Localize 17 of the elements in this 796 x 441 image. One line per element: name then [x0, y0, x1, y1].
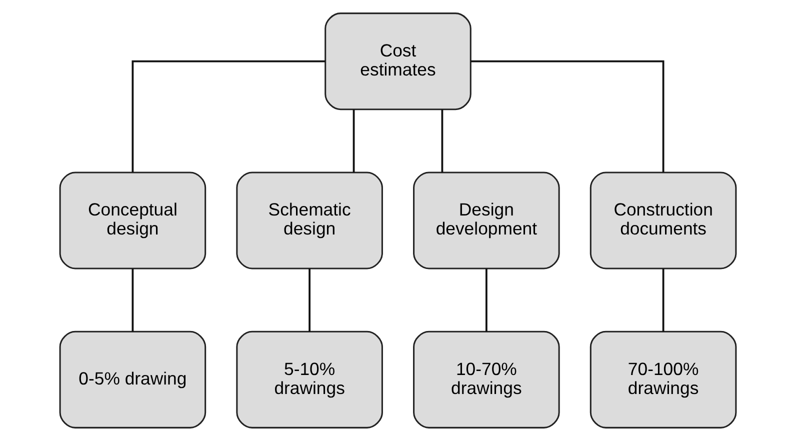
connector — [308, 268, 311, 332]
node-box: 5-10% drawings — [236, 330, 383, 428]
node-box: Conceptual design — [59, 172, 206, 270]
node-box: Design development — [413, 172, 560, 270]
connector — [132, 60, 326, 172]
connector — [470, 60, 664, 172]
node-box: 0-5% drawing — [59, 330, 206, 428]
connector — [485, 268, 488, 332]
node-box: Cost estimates — [324, 12, 472, 110]
node-box: Schematic design — [236, 172, 383, 270]
connector — [662, 268, 664, 332]
node-box: 70-100% drawings — [590, 330, 737, 428]
node-box: Construction documents — [590, 172, 737, 270]
connector — [352, 110, 355, 172]
connector — [441, 110, 444, 172]
node-box: 10-70% drawings — [413, 330, 560, 428]
connector — [132, 268, 134, 332]
